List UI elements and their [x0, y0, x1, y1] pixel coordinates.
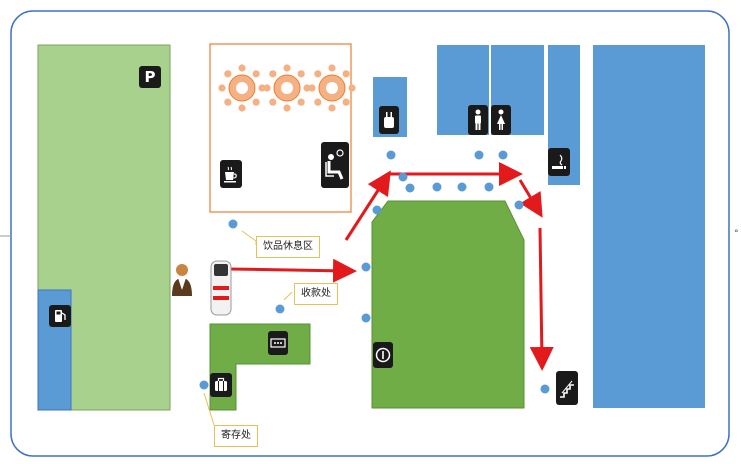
chair [328, 64, 336, 72]
chair [297, 70, 305, 78]
cashier-label: 收款处 [294, 283, 338, 305]
storage-label: 寄存处 [214, 425, 258, 447]
route-arrow-diagonal [344, 170, 391, 241]
waypoint [457, 182, 467, 192]
callout-connector [283, 291, 293, 301]
restroom-icon [379, 106, 399, 134]
route [229, 162, 554, 371]
cash-register-icon [268, 331, 288, 355]
chair [269, 98, 277, 106]
waypoint [199, 380, 209, 390]
waypoint [432, 182, 442, 192]
waypoint [372, 205, 382, 215]
chair [263, 84, 271, 92]
waypoint [275, 304, 285, 314]
waypoint [405, 183, 415, 193]
round-table [263, 64, 311, 112]
chair [342, 98, 350, 106]
info-icon [373, 342, 393, 368]
table-group [218, 64, 356, 112]
waypoint [398, 172, 408, 182]
waypoint [540, 384, 550, 394]
parking-icon: P [139, 66, 161, 88]
man-icon [468, 105, 488, 135]
luggage-icon [210, 373, 232, 397]
chair [328, 104, 336, 112]
reclining-seat-icon [321, 142, 349, 188]
robot-icon [210, 260, 232, 316]
chair [224, 98, 232, 106]
waypoint [484, 182, 494, 192]
chair [283, 104, 291, 112]
waypoints [199, 150, 550, 394]
waypoint [361, 313, 371, 323]
chair [269, 70, 277, 78]
route-arrow-entrance [229, 258, 357, 283]
route-arrow-down [529, 227, 554, 371]
chair [297, 98, 305, 106]
round-table [218, 64, 266, 112]
round-table [308, 64, 356, 112]
chair [314, 70, 322, 78]
right-edge-marker: ° [734, 229, 739, 239]
chair [258, 84, 266, 92]
callout-connector [203, 392, 215, 426]
chair [252, 98, 260, 106]
chair [308, 84, 316, 92]
chair [238, 64, 246, 72]
fuel-pump-icon [49, 305, 71, 327]
chair [342, 70, 350, 78]
chair [224, 70, 232, 78]
smoking-icon [548, 148, 570, 176]
main-store-zone [371, 200, 525, 409]
waypoint [361, 262, 371, 272]
chair [238, 104, 246, 112]
stairs-icon [556, 371, 578, 405]
right-blue-zone [593, 45, 705, 408]
waypoint [514, 200, 524, 210]
chair [252, 70, 260, 78]
waypoint [386, 150, 396, 160]
chair [283, 64, 291, 72]
waypoint [228, 219, 238, 229]
chair [348, 84, 356, 92]
route-arrow-corner [518, 179, 543, 218]
drink-rest-area-label: 饮品休息区 [256, 236, 320, 258]
chair [314, 98, 322, 106]
waypoint [474, 150, 484, 160]
woman-icon [491, 105, 511, 135]
chair [303, 84, 311, 92]
coffee-cup-icon [220, 160, 242, 188]
waypoint [498, 150, 508, 160]
person-icon [172, 264, 192, 296]
chair [218, 84, 226, 92]
